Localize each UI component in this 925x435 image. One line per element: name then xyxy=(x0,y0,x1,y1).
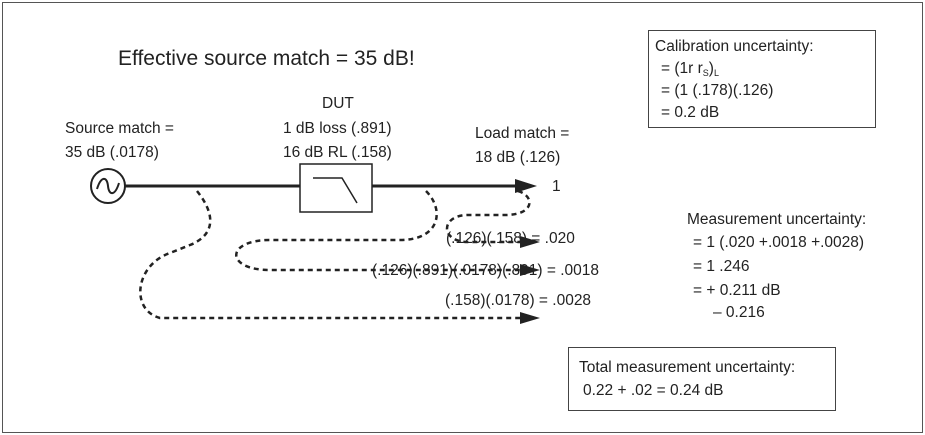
incident-signal-label: 1 xyxy=(552,178,561,195)
reflection-paths xyxy=(139,189,531,320)
path-1-arrow-head xyxy=(520,236,540,248)
total-uncertainty-title: Total measurement uncertainty: xyxy=(579,359,796,376)
calibration-formula-line-1: = (1r rS)L xyxy=(661,61,719,78)
calibration-formula-close: ) xyxy=(708,60,714,77)
incident-arrow-head xyxy=(515,179,537,193)
calibration-uncertainty-box: Calibration uncertainty: = (1r rS)L = (1… xyxy=(648,30,876,128)
path-2-arrow-head xyxy=(520,264,540,276)
source-match-label: Source match = xyxy=(65,120,174,137)
measurement-uncertainty-title: Measurement uncertainty: xyxy=(687,211,867,228)
total-uncertainty-result: 0.22 + .02 = 0.24 dB xyxy=(583,382,724,399)
load-match-label: Load match = xyxy=(475,125,570,142)
calibration-formula-line-2: = (1 (.178)(.126) xyxy=(661,82,774,99)
calibration-subscript-l: L xyxy=(713,68,719,78)
calibration-formula-prefix: = (1r r xyxy=(661,60,703,77)
dut-rl-label: 16 dB RL (.158) xyxy=(283,144,392,161)
load-match-value: 18 dB (.126) xyxy=(475,149,561,166)
path-1-dashed xyxy=(445,189,531,244)
calibration-result: = 0.2 dB xyxy=(661,104,720,121)
path-1-label: (.126)(.158) = .020 xyxy=(446,230,575,247)
measurement-line-1: = 1 (.020 +.0018 +.0028) xyxy=(693,234,865,251)
path-3-label: (.158)(.0178) = .0028 xyxy=(445,292,592,309)
dut-title: DUT xyxy=(322,95,354,112)
sine-wave-icon xyxy=(96,177,120,195)
filter-symbol-icon xyxy=(313,177,358,204)
calibration-subscript-s: S xyxy=(702,68,709,78)
calibration-title: Calibration uncertainty: xyxy=(655,38,814,55)
measurement-line-3: = + 0.211 dB xyxy=(693,282,781,299)
measurement-line-2: = 1 .246 xyxy=(693,258,750,275)
path-3-dashed xyxy=(139,190,522,320)
dut-box xyxy=(299,163,373,213)
source-match-value: 35 dB (.0178) xyxy=(65,144,159,161)
page-title: Effective source match = 35 dB! xyxy=(118,47,415,70)
measurement-line-4: – 0.216 xyxy=(713,304,765,321)
path-2-label: (.126)(.891)(.0178)(.891) = .0018 xyxy=(372,262,600,279)
path-3-arrow-head xyxy=(520,312,540,324)
dut-loss-label: 1 dB loss (.891) xyxy=(283,120,392,137)
total-uncertainty-box: Total measurement uncertainty: 0.22 + .0… xyxy=(568,347,836,411)
path-2-dashed xyxy=(235,190,522,272)
